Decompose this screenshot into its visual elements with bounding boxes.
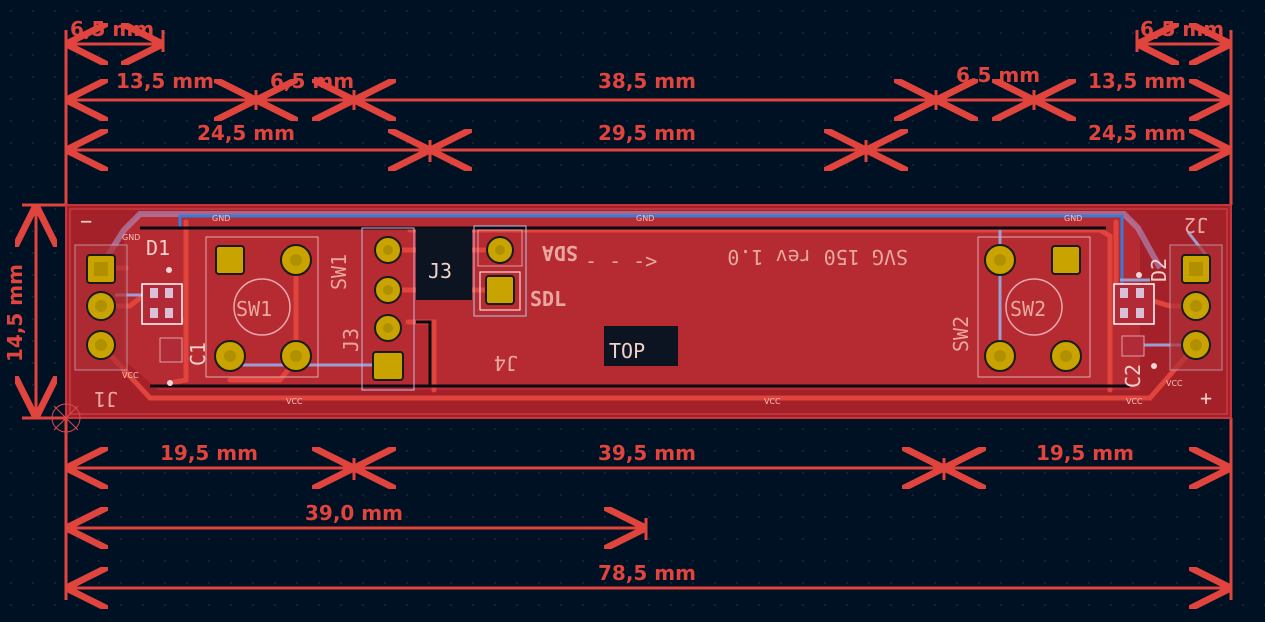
label-sda: SDA <box>542 241 578 265</box>
label-sdl: SDL <box>530 287 566 311</box>
origin-marker-icon <box>51 403 81 433</box>
switch-sw2[interactable]: SW2 SW2 <box>949 236 1091 378</box>
dim-13-5-left: 13,5 mm <box>116 69 214 93</box>
label-j2: J2 <box>1184 213 1208 237</box>
dim-38-5: 38,5 mm <box>598 69 696 93</box>
dim-height-14-5: 14,5 mm <box>3 264 27 362</box>
connector-j2[interactable]: J2 + <box>1169 213 1223 410</box>
label-minus: − <box>80 209 92 233</box>
dimension-labels: 6,5 mm 6,5 mm 13,5 mm 6,5 mm 38,5 mm 6,5… <box>3 17 1224 585</box>
net-vcc-4: VCC <box>1126 397 1143 406</box>
component-d2[interactable]: D2 <box>1113 258 1171 325</box>
j4-pad-2[interactable] <box>485 275 515 305</box>
label-d2: D2 <box>1147 258 1171 282</box>
label-sw2: SW2 <box>949 316 973 352</box>
board-edge <box>69 208 1228 415</box>
switch-sw1[interactable]: SW1 SW1 <box>205 236 351 378</box>
connector-j3[interactable]: J3 J3 <box>339 227 472 391</box>
net-gnd-4: GND <box>1064 214 1082 223</box>
label-j4: J4 <box>494 351 518 375</box>
label-sw1: SW1 <box>327 254 351 290</box>
label-d1: D1 <box>146 236 170 260</box>
net-gnd-3: GND <box>636 214 654 223</box>
dim-19-5-right: 19,5 mm <box>1036 441 1134 465</box>
label-j3-side: J3 <box>339 328 363 352</box>
dim-19-5-left: 19,5 mm <box>160 441 258 465</box>
net-vcc-1: VCC <box>122 371 139 380</box>
dim-78-5: 78,5 mm <box>598 561 696 585</box>
component-c2[interactable]: C2 <box>1121 335 1157 388</box>
top-label-group: TOP <box>604 326 678 366</box>
net-vcc-2: VCC <box>286 397 303 406</box>
label-c2: C2 <box>1121 364 1145 388</box>
net-gnd-1: GND <box>122 233 140 242</box>
dimensions <box>22 30 1233 600</box>
back-silkscreen: SDA SDL - - -> SVG 150 rev 1.0 <box>530 241 908 311</box>
label-j3: J3 <box>428 259 452 283</box>
label-top: TOP <box>609 339 645 363</box>
label-plus: + <box>1200 386 1212 410</box>
label-j1: J1 <box>94 387 118 411</box>
dim-24-5-left: 24,5 mm <box>197 121 295 145</box>
net-vcc-3: VCC <box>764 397 781 406</box>
sw1-pad-1[interactable] <box>215 245 245 275</box>
label-sw1-body: SW1 <box>236 297 272 321</box>
pcb-board[interactable]: J1 − D1 C1 SW1 <box>65 204 1232 419</box>
dim-39-5: 39,5 mm <box>598 441 696 465</box>
component-d1[interactable]: D1 <box>141 236 183 325</box>
net-labels: VCC VCC VCC VCC VCC GND GND GND GND <box>122 214 1183 406</box>
sw2-pad-2[interactable] <box>1051 245 1081 275</box>
dim-13-5-right: 13,5 mm <box>1088 69 1186 93</box>
net-vcc-5: VCC <box>1166 379 1183 388</box>
connector-j1[interactable]: J1 − <box>74 209 128 411</box>
dim-6-5-right: 6,5 mm <box>956 63 1040 87</box>
trace-gnd-main <box>97 211 1163 270</box>
label-sw2-body: SW2 <box>1010 297 1046 321</box>
dim-24-5-right: 24,5 mm <box>1088 121 1186 145</box>
dim-top-left-6-5: 6,5 mm <box>70 17 154 41</box>
dim-6-5-left: 6,5 mm <box>270 69 354 93</box>
component-c1[interactable]: C1 <box>159 337 210 386</box>
net-gnd-2: GND <box>212 214 230 223</box>
label-board-rev: SVG 150 rev 1.0 <box>727 245 908 269</box>
connector-j4[interactable]: J4 <box>473 225 527 375</box>
arrow-direction: - - -> <box>585 249 657 273</box>
trace-gnd-blue <box>178 214 1124 310</box>
dim-29-5: 29,5 mm <box>598 121 696 145</box>
j3-pad-4[interactable] <box>372 351 404 381</box>
zone-outlines <box>140 226 1130 388</box>
dim-top-right-6-5: 6,5 mm <box>1140 17 1224 41</box>
dim-39-0: 39,0 mm <box>305 501 403 525</box>
